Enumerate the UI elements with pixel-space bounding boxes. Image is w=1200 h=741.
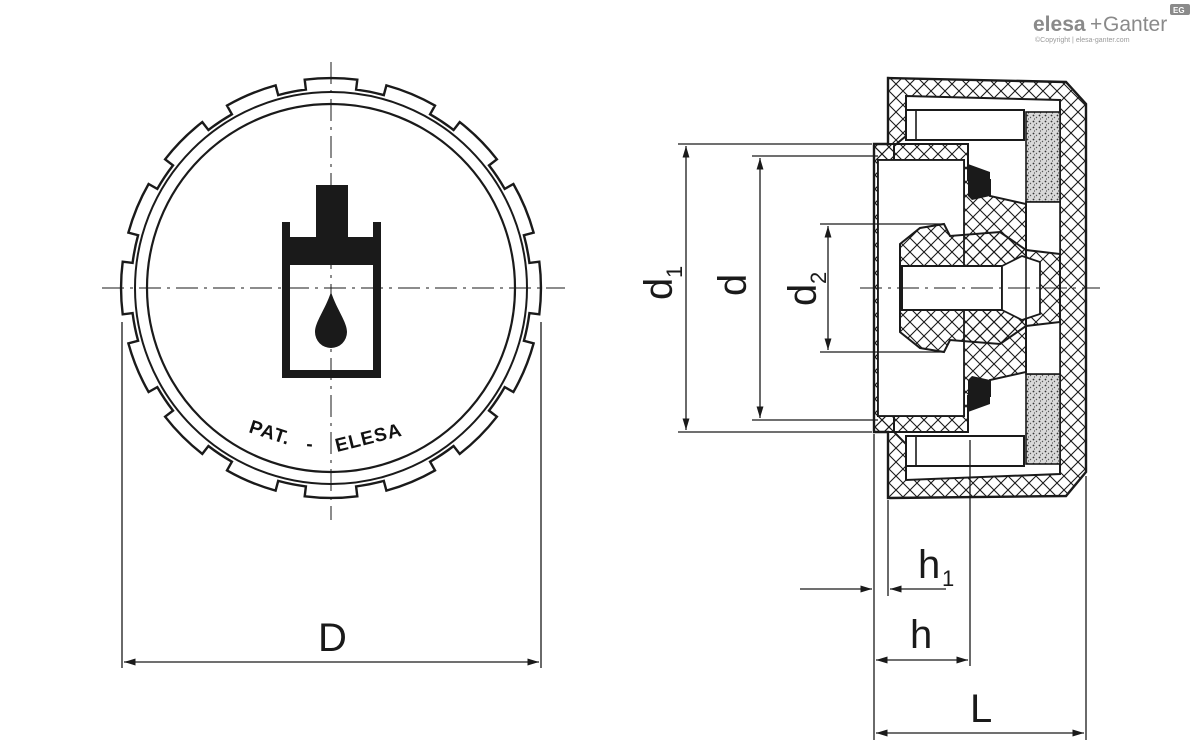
- marking-pat: PAT.: [246, 417, 293, 450]
- marking-text: PAT. - ELESA: [246, 417, 404, 457]
- rim-inner-circle: [134, 91, 528, 485]
- label-h: h: [910, 613, 932, 657]
- dimension-D: [121, 322, 542, 668]
- marking-dash: -: [306, 434, 315, 455]
- label-d: d: [711, 274, 755, 296]
- label-h1: h 1: [918, 543, 954, 591]
- brand-logo: elesa + Ganter EG ©Copyright | elesa-gan…: [1033, 4, 1190, 44]
- brand-plus: +: [1090, 13, 1102, 36]
- dimension-lengths: [800, 434, 1087, 740]
- label-D: D: [318, 616, 347, 660]
- label-L: L: [970, 687, 992, 731]
- dimension-diameters: [678, 143, 944, 433]
- brand-name-bold: elesa: [1033, 13, 1086, 36]
- label-d2: d 2: [781, 272, 831, 306]
- label-d1-main: d: [637, 278, 681, 300]
- label-d2-sub: 2: [806, 272, 831, 284]
- seal-ring-bottom: [968, 376, 990, 412]
- seal-ring-top: [968, 164, 990, 200]
- filter-sponge-top: [1025, 111, 1061, 203]
- brand-name-rest: Ganter: [1103, 13, 1167, 36]
- label-d1-sub: 1: [662, 266, 687, 278]
- label-h1-main: h: [918, 543, 940, 587]
- brand-tag: EG: [1173, 6, 1185, 15]
- oil-drop-icon: [315, 292, 347, 348]
- front-view: [102, 62, 565, 520]
- label-d-main: d: [711, 274, 755, 296]
- section-view: [860, 76, 1100, 500]
- upper-slot: [905, 109, 1025, 141]
- brand-tag-badge: [1170, 4, 1190, 15]
- knurled-rim: [119, 76, 543, 500]
- label-h1-sub: 1: [942, 566, 954, 591]
- label-d1: d 1: [637, 266, 687, 300]
- brand-copyright: ©Copyright | elesa-ganter.com: [1035, 36, 1130, 44]
- lower-slot: [905, 435, 1025, 467]
- cap-face-circle: [145, 102, 517, 474]
- filter-sponge-bottom: [1025, 373, 1061, 465]
- marking-elesa: ELESA: [333, 420, 404, 457]
- oil-reservoir-icon: [282, 185, 381, 378]
- label-d2-main: d: [781, 284, 825, 306]
